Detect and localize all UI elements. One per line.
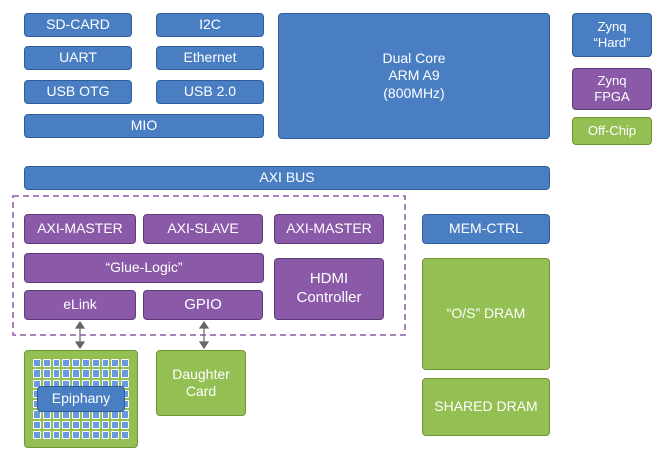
elink-epiphany-link xyxy=(74,320,86,350)
sd-card-block: SD-CARD xyxy=(24,13,132,37)
daughter-card-block: Daughter Card xyxy=(156,350,246,416)
legend-zynq-hard: Zynq “Hard” xyxy=(572,13,652,57)
axi-slave-block: AXI-SLAVE xyxy=(143,214,263,244)
axi-master-block-1: AXI-MASTER xyxy=(24,214,136,244)
legend-off-chip: Off-Chip xyxy=(572,117,652,145)
mem-ctrl-block: MEM-CTRL xyxy=(422,214,550,244)
glue-logic-block: “Glue-Logic” xyxy=(24,253,264,283)
arm-cpu-block: Dual Core ARM A9 (800MHz) xyxy=(278,13,550,139)
os-dram-block: “O/S” DRAM xyxy=(422,258,550,370)
mio-block: MIO xyxy=(24,114,264,138)
shared-dram-block: SHARED DRAM xyxy=(422,378,550,436)
epiphany-label: Epiphany xyxy=(37,386,125,412)
uart-block: UART xyxy=(24,46,132,70)
gpio-daughter-link xyxy=(198,320,210,350)
legend-zynq-fpga: Zynq FPGA xyxy=(572,68,652,110)
gpio-block: GPIO xyxy=(143,290,263,320)
usb-2-block: USB 2.0 xyxy=(156,80,264,104)
usb-otg-block: USB OTG xyxy=(24,80,132,104)
axi-bus: AXI BUS xyxy=(24,166,550,190)
i2c-block: I2C xyxy=(156,13,264,37)
epiphany-chip: Epiphany xyxy=(24,350,138,448)
axi-master-block-2: AXI-MASTER xyxy=(274,214,384,244)
fpga-boundary xyxy=(12,195,406,336)
hdmi-controller-block: HDMI Controller xyxy=(274,258,384,320)
ethernet-block: Ethernet xyxy=(156,46,264,70)
elink-block: eLink xyxy=(24,290,136,320)
